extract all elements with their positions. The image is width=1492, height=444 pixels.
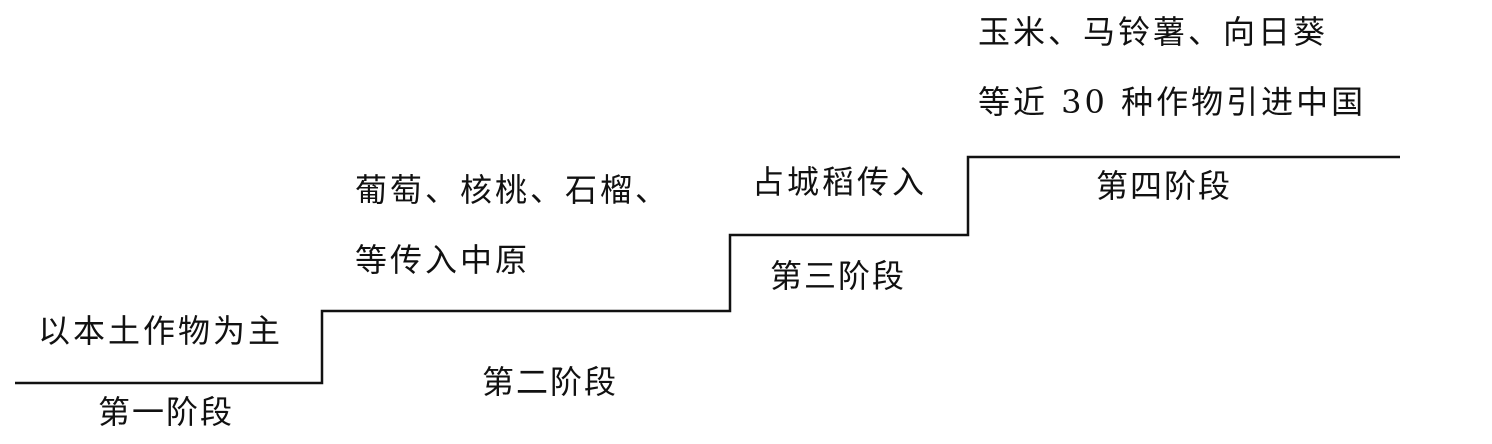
stage-4-label: 第四阶段 [1096, 167, 1233, 205]
stage-3-description-line-1: 占城稻传入 [752, 163, 928, 201]
stage-4-description-line-2: 等近 30 种作物引进中国 [978, 83, 1367, 121]
stage-4-description-line-1: 玉米、马铃薯、向日葵 [978, 13, 1329, 51]
stage-2-label: 第二阶段 [482, 363, 619, 401]
stage-2-description-line-2: 等传入中原 [355, 241, 531, 279]
stage-2-description-line-1: 葡萄、核桃、石榴、 [355, 171, 671, 209]
stage-3-label: 第三阶段 [770, 257, 907, 295]
stage-1-label: 第一阶段 [98, 393, 235, 431]
stage-1-description-line-1: 以本土作物为主 [38, 312, 284, 350]
staircase-line [15, 155, 1400, 385]
